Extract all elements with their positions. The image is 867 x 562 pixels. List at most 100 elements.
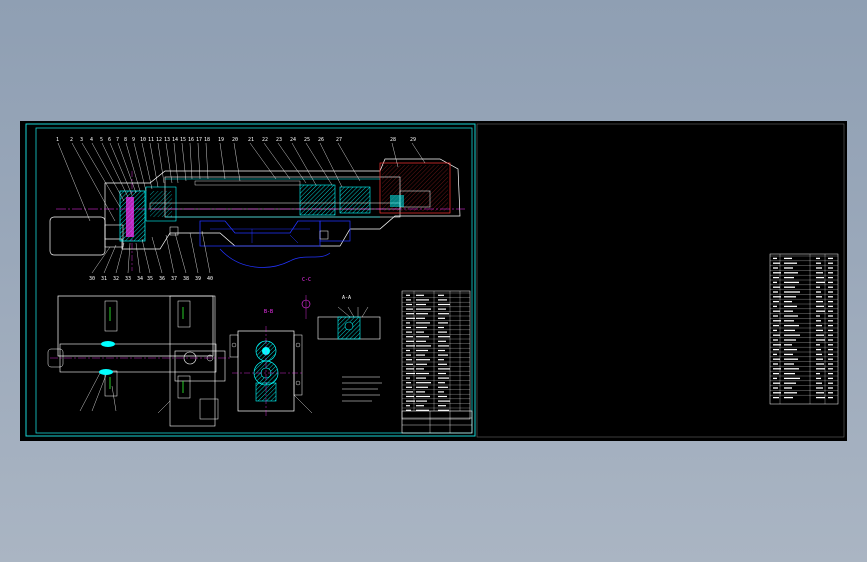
sheet1-title-block xyxy=(401,410,473,434)
plan-leader-4 xyxy=(157,400,171,414)
plan-foot xyxy=(199,398,219,420)
balloon-label: 17 xyxy=(196,137,202,143)
balloon-label: 8 xyxy=(124,137,127,143)
title-block-frame xyxy=(401,410,473,434)
balloon-label: 16 xyxy=(188,137,194,143)
section-bb-label: B-B xyxy=(264,309,273,315)
balloon-label: 19 xyxy=(218,137,224,143)
balloon-label: 10 xyxy=(140,137,146,143)
rod-nut xyxy=(390,195,404,207)
sheet2-border xyxy=(476,123,845,438)
plan-rod-end xyxy=(47,348,64,368)
sheet-2 xyxy=(476,123,845,438)
cylinder-end-cap xyxy=(379,162,451,214)
sheet2-table-frame xyxy=(769,253,839,405)
balloon-label: 11 xyxy=(148,137,154,143)
balloon-label: 15 xyxy=(180,137,186,143)
balloon-label: 29 xyxy=(410,137,416,143)
balloon-label: 36 xyxy=(159,276,165,282)
balloon-label: 27 xyxy=(336,137,342,143)
balloon-label: 25 xyxy=(304,137,310,143)
technical-notes xyxy=(342,376,382,402)
bb-lug-right xyxy=(293,334,303,396)
bb-screw-1 xyxy=(231,342,237,348)
rod-guide-top xyxy=(194,180,301,186)
plan-slot-1 xyxy=(104,300,118,332)
balloon-label: 2 xyxy=(70,137,73,143)
section-aa: A-A xyxy=(317,295,381,340)
parts-list-frame xyxy=(401,290,471,420)
bolt-right xyxy=(319,230,329,240)
balloon-label: 7 xyxy=(116,137,119,143)
balloon-label: 6 xyxy=(108,137,111,143)
balloon-label: 35 xyxy=(147,276,153,282)
balloon-label: 33 xyxy=(125,276,131,282)
base-plate xyxy=(199,220,321,247)
bb-lug-left xyxy=(229,334,239,358)
balloon-label: 37 xyxy=(171,276,177,282)
plan-view xyxy=(47,295,230,427)
leaders-top xyxy=(57,142,426,222)
plan-slot-2 xyxy=(177,300,191,328)
plan-leader-1 xyxy=(79,372,101,412)
balloon-label: 23 xyxy=(276,137,282,143)
plan-body xyxy=(57,295,214,357)
balloon-label: 21 xyxy=(248,137,254,143)
balloon-label: 14 xyxy=(172,137,178,143)
plan-cyan-pin-1 xyxy=(101,341,115,347)
bb-screw-3 xyxy=(295,380,301,386)
left-motor xyxy=(49,216,106,256)
balloon-label: 24 xyxy=(290,137,296,143)
section-cc-label: C-C xyxy=(302,277,311,283)
balloon-label: 22 xyxy=(262,137,268,143)
sheet1-outer-border xyxy=(25,123,476,437)
plan-leader-2 xyxy=(91,374,107,412)
sheet1-parts-list xyxy=(401,290,471,420)
balloon-label: 13 xyxy=(164,137,170,143)
balloon-label: 5 xyxy=(100,137,103,143)
plan-leader-3 xyxy=(111,385,117,412)
aa-leader-2 xyxy=(347,306,355,318)
balloon-label: 9 xyxy=(132,137,135,143)
section-cc: C-C xyxy=(301,277,311,319)
piston-seal xyxy=(339,186,371,214)
base-curve xyxy=(219,248,331,268)
plan-bracket xyxy=(169,295,216,427)
balloon-label: 34 xyxy=(137,276,143,282)
sheet1-inner-border xyxy=(35,127,473,434)
balloon-label: 20 xyxy=(232,137,238,143)
leaders-bottom xyxy=(91,230,211,274)
balloon-label: 38 xyxy=(183,276,189,282)
sheet2-parts-list xyxy=(769,253,839,405)
housing-outline xyxy=(104,158,461,250)
section-bb: B-B xyxy=(229,309,313,416)
bb-screw-2 xyxy=(295,342,301,348)
balloon-label: 3 xyxy=(80,137,83,143)
bolt-left xyxy=(169,226,179,236)
balloon-label: 39 xyxy=(195,276,201,282)
plan-slot-4 xyxy=(177,375,191,399)
plan-block xyxy=(174,350,226,382)
balloon-label: 1 xyxy=(56,137,59,143)
main-section-view xyxy=(49,158,465,271)
aa-leader-1 xyxy=(337,306,351,318)
bb-leader xyxy=(293,394,313,414)
balloon-label: 12 xyxy=(156,137,162,143)
base-chamfer xyxy=(289,234,299,244)
balloon-label: 18 xyxy=(204,137,210,143)
balloon-label: 28 xyxy=(390,137,396,143)
section-aa-label: A-A xyxy=(342,295,351,301)
balloon-label: 4 xyxy=(90,137,93,143)
balloon-label: 32 xyxy=(113,276,119,282)
chuck-jaw xyxy=(126,197,134,237)
balloon-label: 40 xyxy=(207,276,213,282)
aa-bore xyxy=(344,321,354,331)
balloon-label: 26 xyxy=(318,137,324,143)
chuck-flange xyxy=(145,186,177,222)
flange-hatch xyxy=(150,191,172,217)
balloon-label: 30 xyxy=(89,276,95,282)
